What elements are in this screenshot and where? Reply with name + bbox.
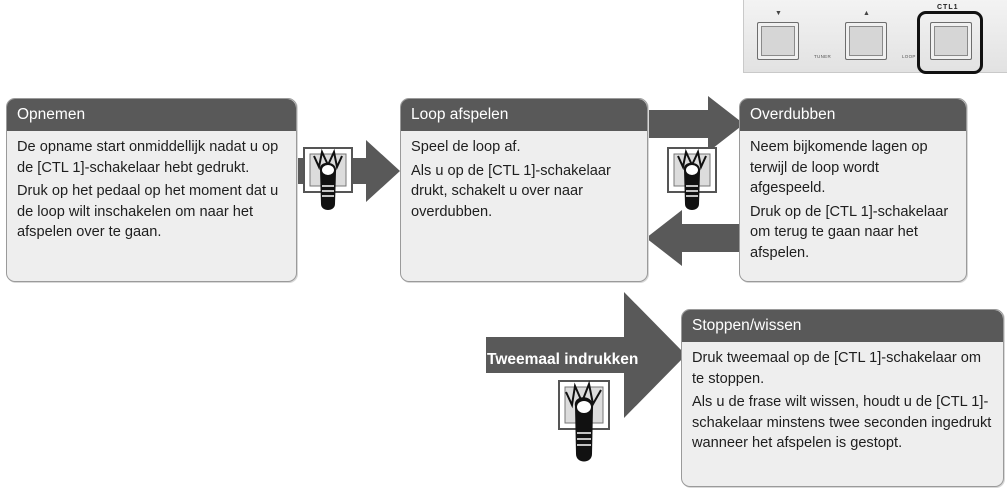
ctl1-label: CTL1 [937, 4, 959, 11]
box-body: Druk tweemaal op de [CTL 1]-schakelaar o… [682, 342, 1003, 454]
box-title: Stoppen/wissen [682, 310, 1003, 342]
device-panel: ▼ ▲ CTL1 TUNER LOOP [743, 0, 1007, 74]
box-paragraph: Speel de loop af. [411, 139, 521, 155]
up-footswitch[interactable] [845, 22, 887, 60]
pedal-press-icon [667, 147, 717, 210]
up-arrow-mark: ▲ [863, 10, 870, 17]
arrow-right-icon [648, 96, 744, 152]
box-title: Overdubben [740, 99, 966, 131]
box-stoppen-wissen: Stoppen/wissen Druk tweemaal op de [CTL … [681, 309, 1004, 487]
box-paragraph: Als u de frase wilt wissen, houdt u de [… [692, 394, 992, 451]
box-body: Speel de loop af. Als u op de [CTL 1]-sc… [401, 131, 647, 222]
tweemaal-label: Tweemaal indrukken [487, 351, 639, 368]
box-body: Neem bijkomende lagen op terwijl de loop… [740, 131, 966, 263]
loop-label: LOOP [902, 54, 916, 59]
box-paragraph: Druk tweemaal op de [CTL 1]-schakelaar o… [692, 350, 982, 387]
ctl1-highlight [917, 11, 983, 74]
box-title: Opnemen [7, 99, 296, 131]
box-paragraph: Druk op het pedaal op het moment dat u d… [17, 183, 279, 240]
box-loop-afspelen: Loop afspelen Speel de loop af. Als u op… [400, 98, 648, 282]
pedal-press-icon [558, 380, 610, 462]
box-title: Loop afspelen [401, 99, 647, 131]
box-opnemen: Opnemen De opname start onmiddellijk nad… [6, 98, 297, 282]
ctl1-footswitch[interactable] [930, 22, 972, 60]
tuner-label: TUNER [814, 54, 831, 59]
arrow-right-icon [486, 292, 686, 418]
box-overdubben: Overdubben Neem bijkomende lagen op terw… [739, 98, 967, 282]
arrow-left-icon [646, 210, 742, 266]
box-paragraph: Neem bijkomende lagen op terwijl de loop… [750, 139, 928, 196]
box-paragraph: Druk op de [CTL 1]-schakelaar om terug t… [750, 203, 949, 261]
down-arrow-mark: ▼ [775, 10, 782, 17]
down-footswitch[interactable] [757, 22, 799, 60]
box-paragraph: Als u op de [CTL 1]-schakelaar drukt, sc… [411, 162, 611, 220]
pedal-press-icon [303, 147, 353, 210]
box-paragraph: De opname start onmiddellijk nadat u op … [17, 139, 279, 176]
box-body: De opname start onmiddellijk nadat u op … [7, 131, 296, 243]
